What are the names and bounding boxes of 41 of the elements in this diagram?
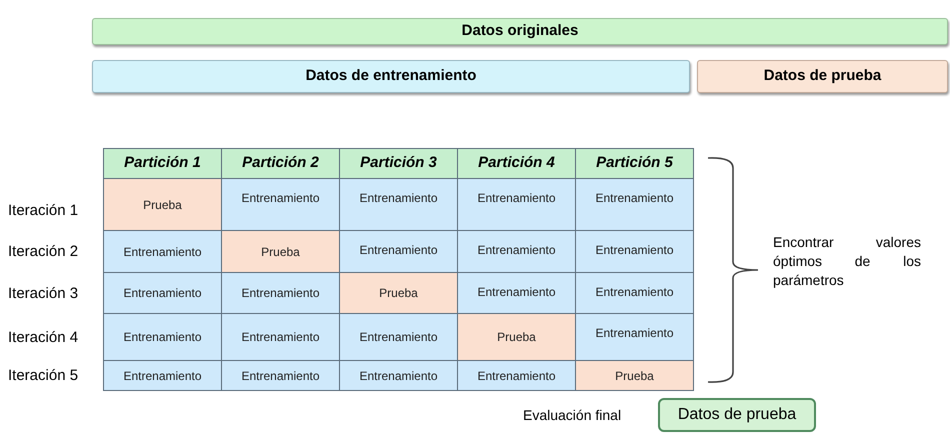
note-text: Encontrar valores óptimos de los parámetros <box>773 233 921 290</box>
table-cell: Entrenamiento <box>339 230 458 273</box>
row-label: Iteración 1 <box>8 201 78 221</box>
table-cell: Entrenamiento <box>575 230 694 273</box>
row-label: Iteración 3 <box>8 284 78 304</box>
column-header: Partición 4 <box>457 148 576 179</box>
table-cell: Entrenamiento <box>457 360 576 391</box>
table-cell: Prueba <box>339 272 458 314</box>
table-cell: Entrenamiento <box>103 313 222 361</box>
table-cell: Entrenamiento <box>221 313 340 361</box>
data-bar: Datos originales <box>92 18 948 45</box>
row-label: Iteración 4 <box>8 328 78 348</box>
column-header: Partición 2 <box>221 148 340 179</box>
table-cell: Entrenamiento <box>339 313 458 361</box>
table-cell: Prueba <box>221 230 340 273</box>
table-cell: Entrenamiento <box>221 178 340 231</box>
table-cell: Entrenamiento <box>103 272 222 314</box>
table-cell: Entrenamiento <box>103 360 222 391</box>
table-cell: Entrenamiento <box>575 272 694 314</box>
data-box: Datos de prueba <box>658 398 816 432</box>
table-cell: Entrenamiento <box>457 272 576 314</box>
table-cell: Prueba <box>575 360 694 391</box>
note-text: Evaluación final <box>523 406 622 425</box>
data-bar: Datos de prueba <box>697 60 948 93</box>
row-label: Iteración 2 <box>8 242 78 262</box>
table-cell: Entrenamiento <box>575 313 694 361</box>
data-bar: Datos de entrenamiento <box>92 60 690 93</box>
table-cell: Entrenamiento <box>339 178 458 231</box>
table-cell: Entrenamiento <box>457 178 576 231</box>
table-cell: Prueba <box>103 178 222 231</box>
table-cell: Entrenamiento <box>575 178 694 231</box>
row-label: Iteración 5 <box>8 366 78 386</box>
table-cell: Entrenamiento <box>103 230 222 273</box>
table-cell: Entrenamiento <box>221 360 340 391</box>
table-cell: Entrenamiento <box>457 230 576 273</box>
table-cell: Entrenamiento <box>221 272 340 314</box>
column-header: Partición 1 <box>103 148 222 179</box>
column-header: Partición 5 <box>575 148 694 179</box>
table-cell: Prueba <box>457 313 576 361</box>
table-cell: Entrenamiento <box>339 360 458 391</box>
column-header: Partición 3 <box>339 148 458 179</box>
